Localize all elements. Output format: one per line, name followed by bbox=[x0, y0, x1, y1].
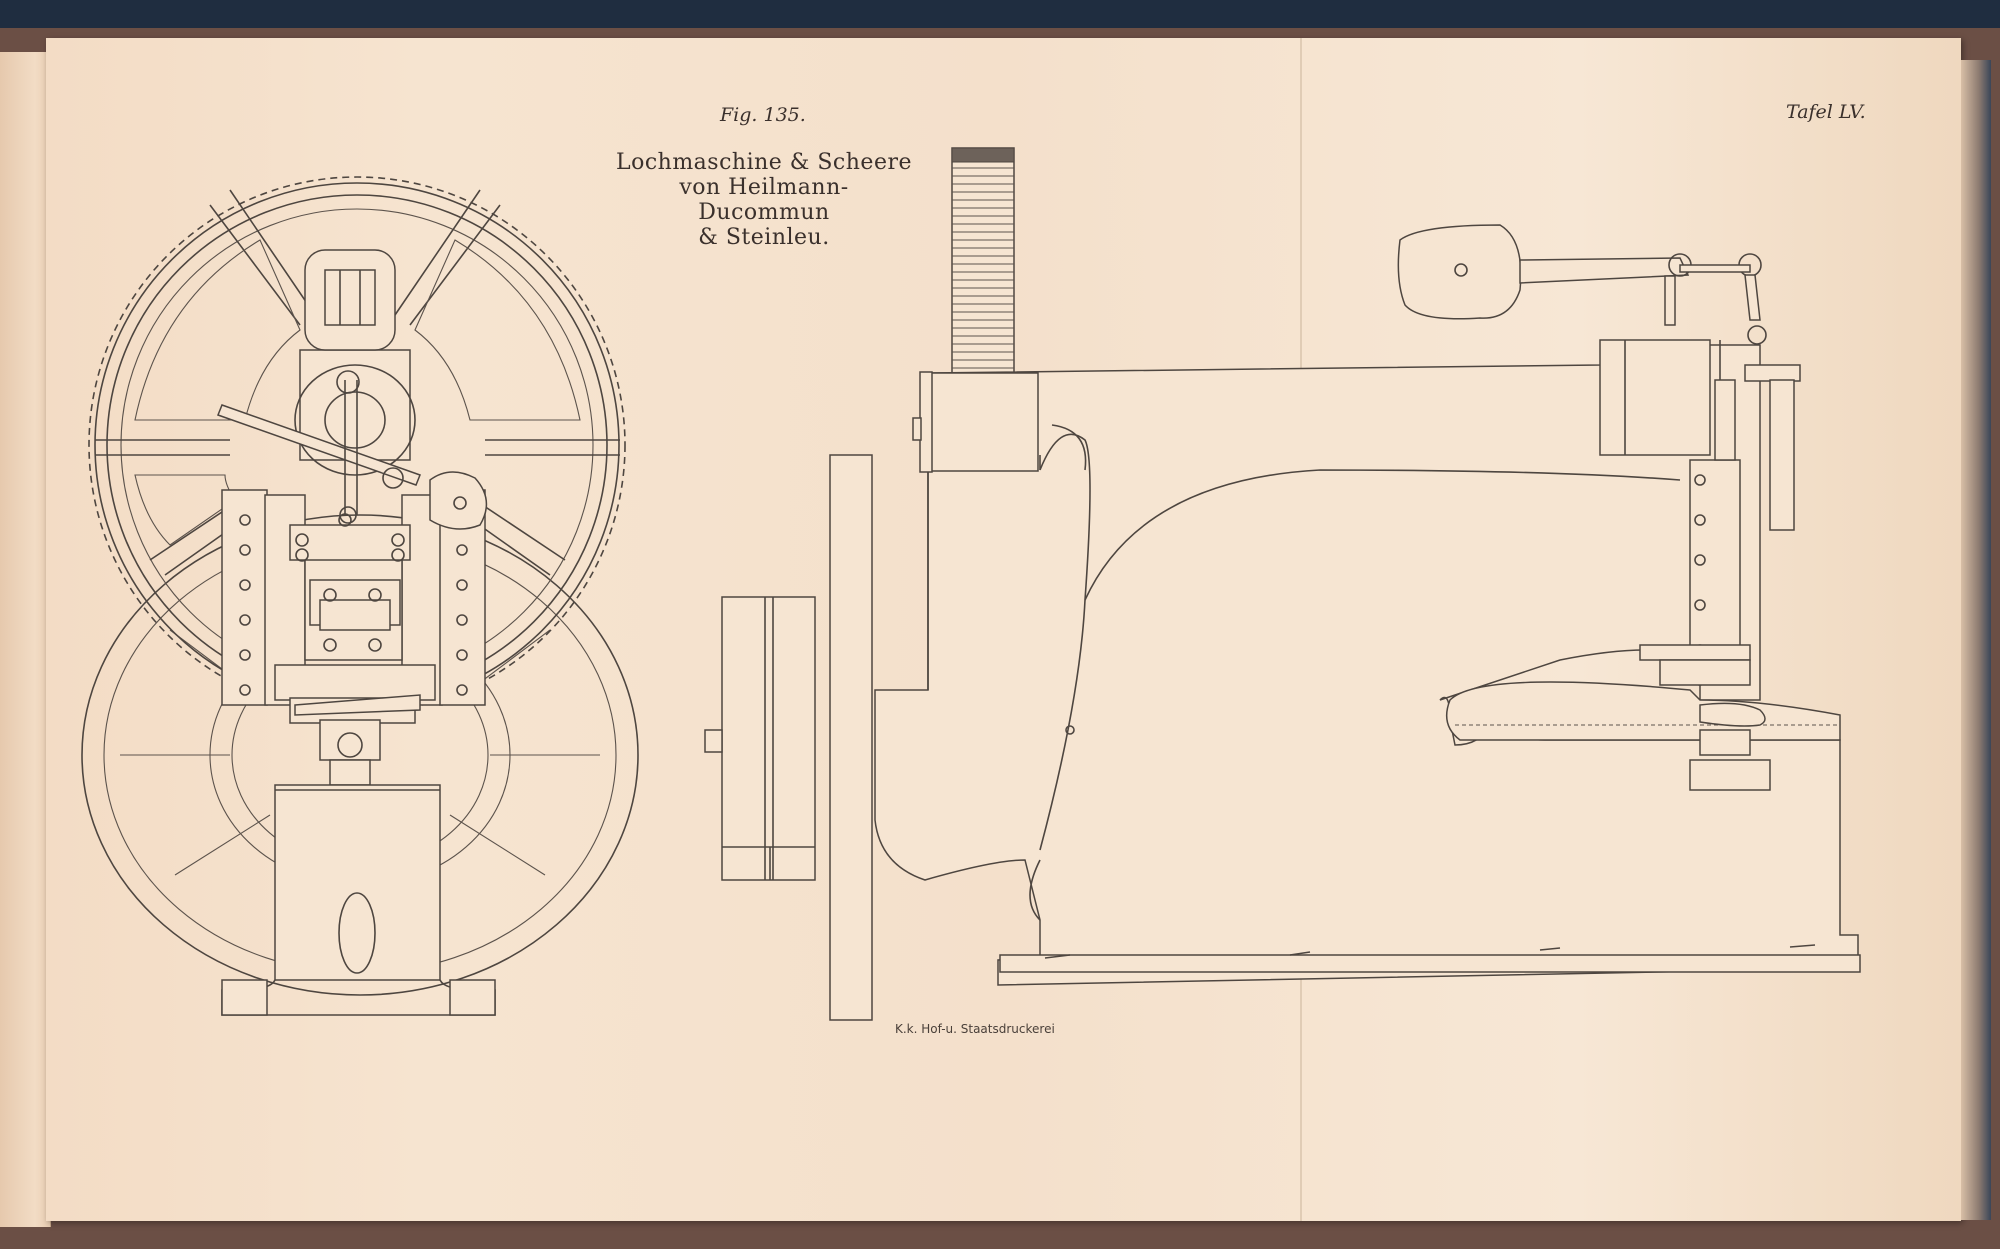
side-frame bbox=[874, 224, 1861, 986]
plate-number: Tafel LV. bbox=[1786, 101, 1866, 123]
right-book-edge bbox=[1961, 60, 1991, 1220]
title-line-1: Lochmaschine & Scheere bbox=[615, 150, 913, 175]
title-line-2: von Heilmann-Ducommun bbox=[679, 175, 849, 225]
plate-title: Lochmaschine & Scheere von Heilmann-Duco… bbox=[614, 150, 914, 250]
front-frame bbox=[217, 249, 496, 1016]
left-page-edge bbox=[0, 52, 51, 1227]
printer-imprint: K.k. Hof-u. Staatsdruckerei bbox=[895, 1022, 1055, 1036]
belt-pulley bbox=[704, 454, 873, 1021]
title-line-3: & Steinleu. bbox=[698, 225, 830, 250]
figure-number: Fig. 135. bbox=[720, 104, 806, 126]
front-view-drawing bbox=[81, 176, 639, 1016]
front-bolts bbox=[239, 513, 468, 696]
side-view-drawing bbox=[704, 147, 1861, 1021]
